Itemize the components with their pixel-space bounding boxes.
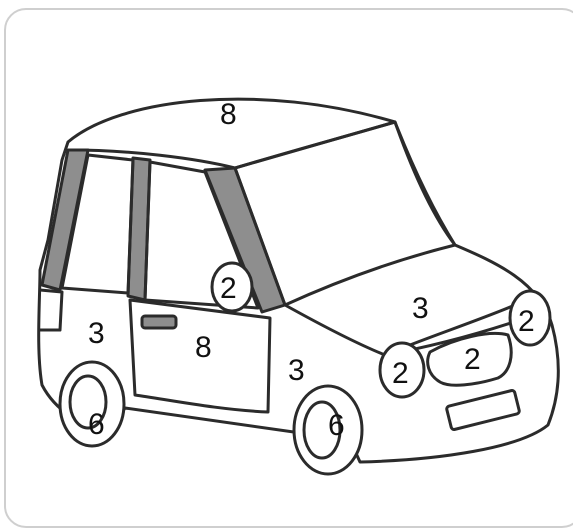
label-rear-side: 3 — [88, 317, 105, 350]
label-roof: 8 — [220, 98, 237, 131]
label-hood: 3 — [412, 292, 429, 325]
label-headlight-right: 2 — [518, 305, 535, 338]
car-coloring-picture: 8 3 8 3 3 2 2 2 2 6 6 — [0, 0, 573, 513]
door-handle — [142, 316, 176, 328]
label-mirror: 2 — [220, 272, 237, 305]
label-front-side: 3 — [288, 354, 305, 387]
label-front-wheel: 6 — [328, 409, 345, 442]
label-grille: 2 — [464, 343, 481, 376]
label-door: 8 — [195, 331, 212, 364]
label-rear-wheel: 6 — [88, 408, 105, 441]
label-headlight-left: 2 — [392, 357, 409, 390]
